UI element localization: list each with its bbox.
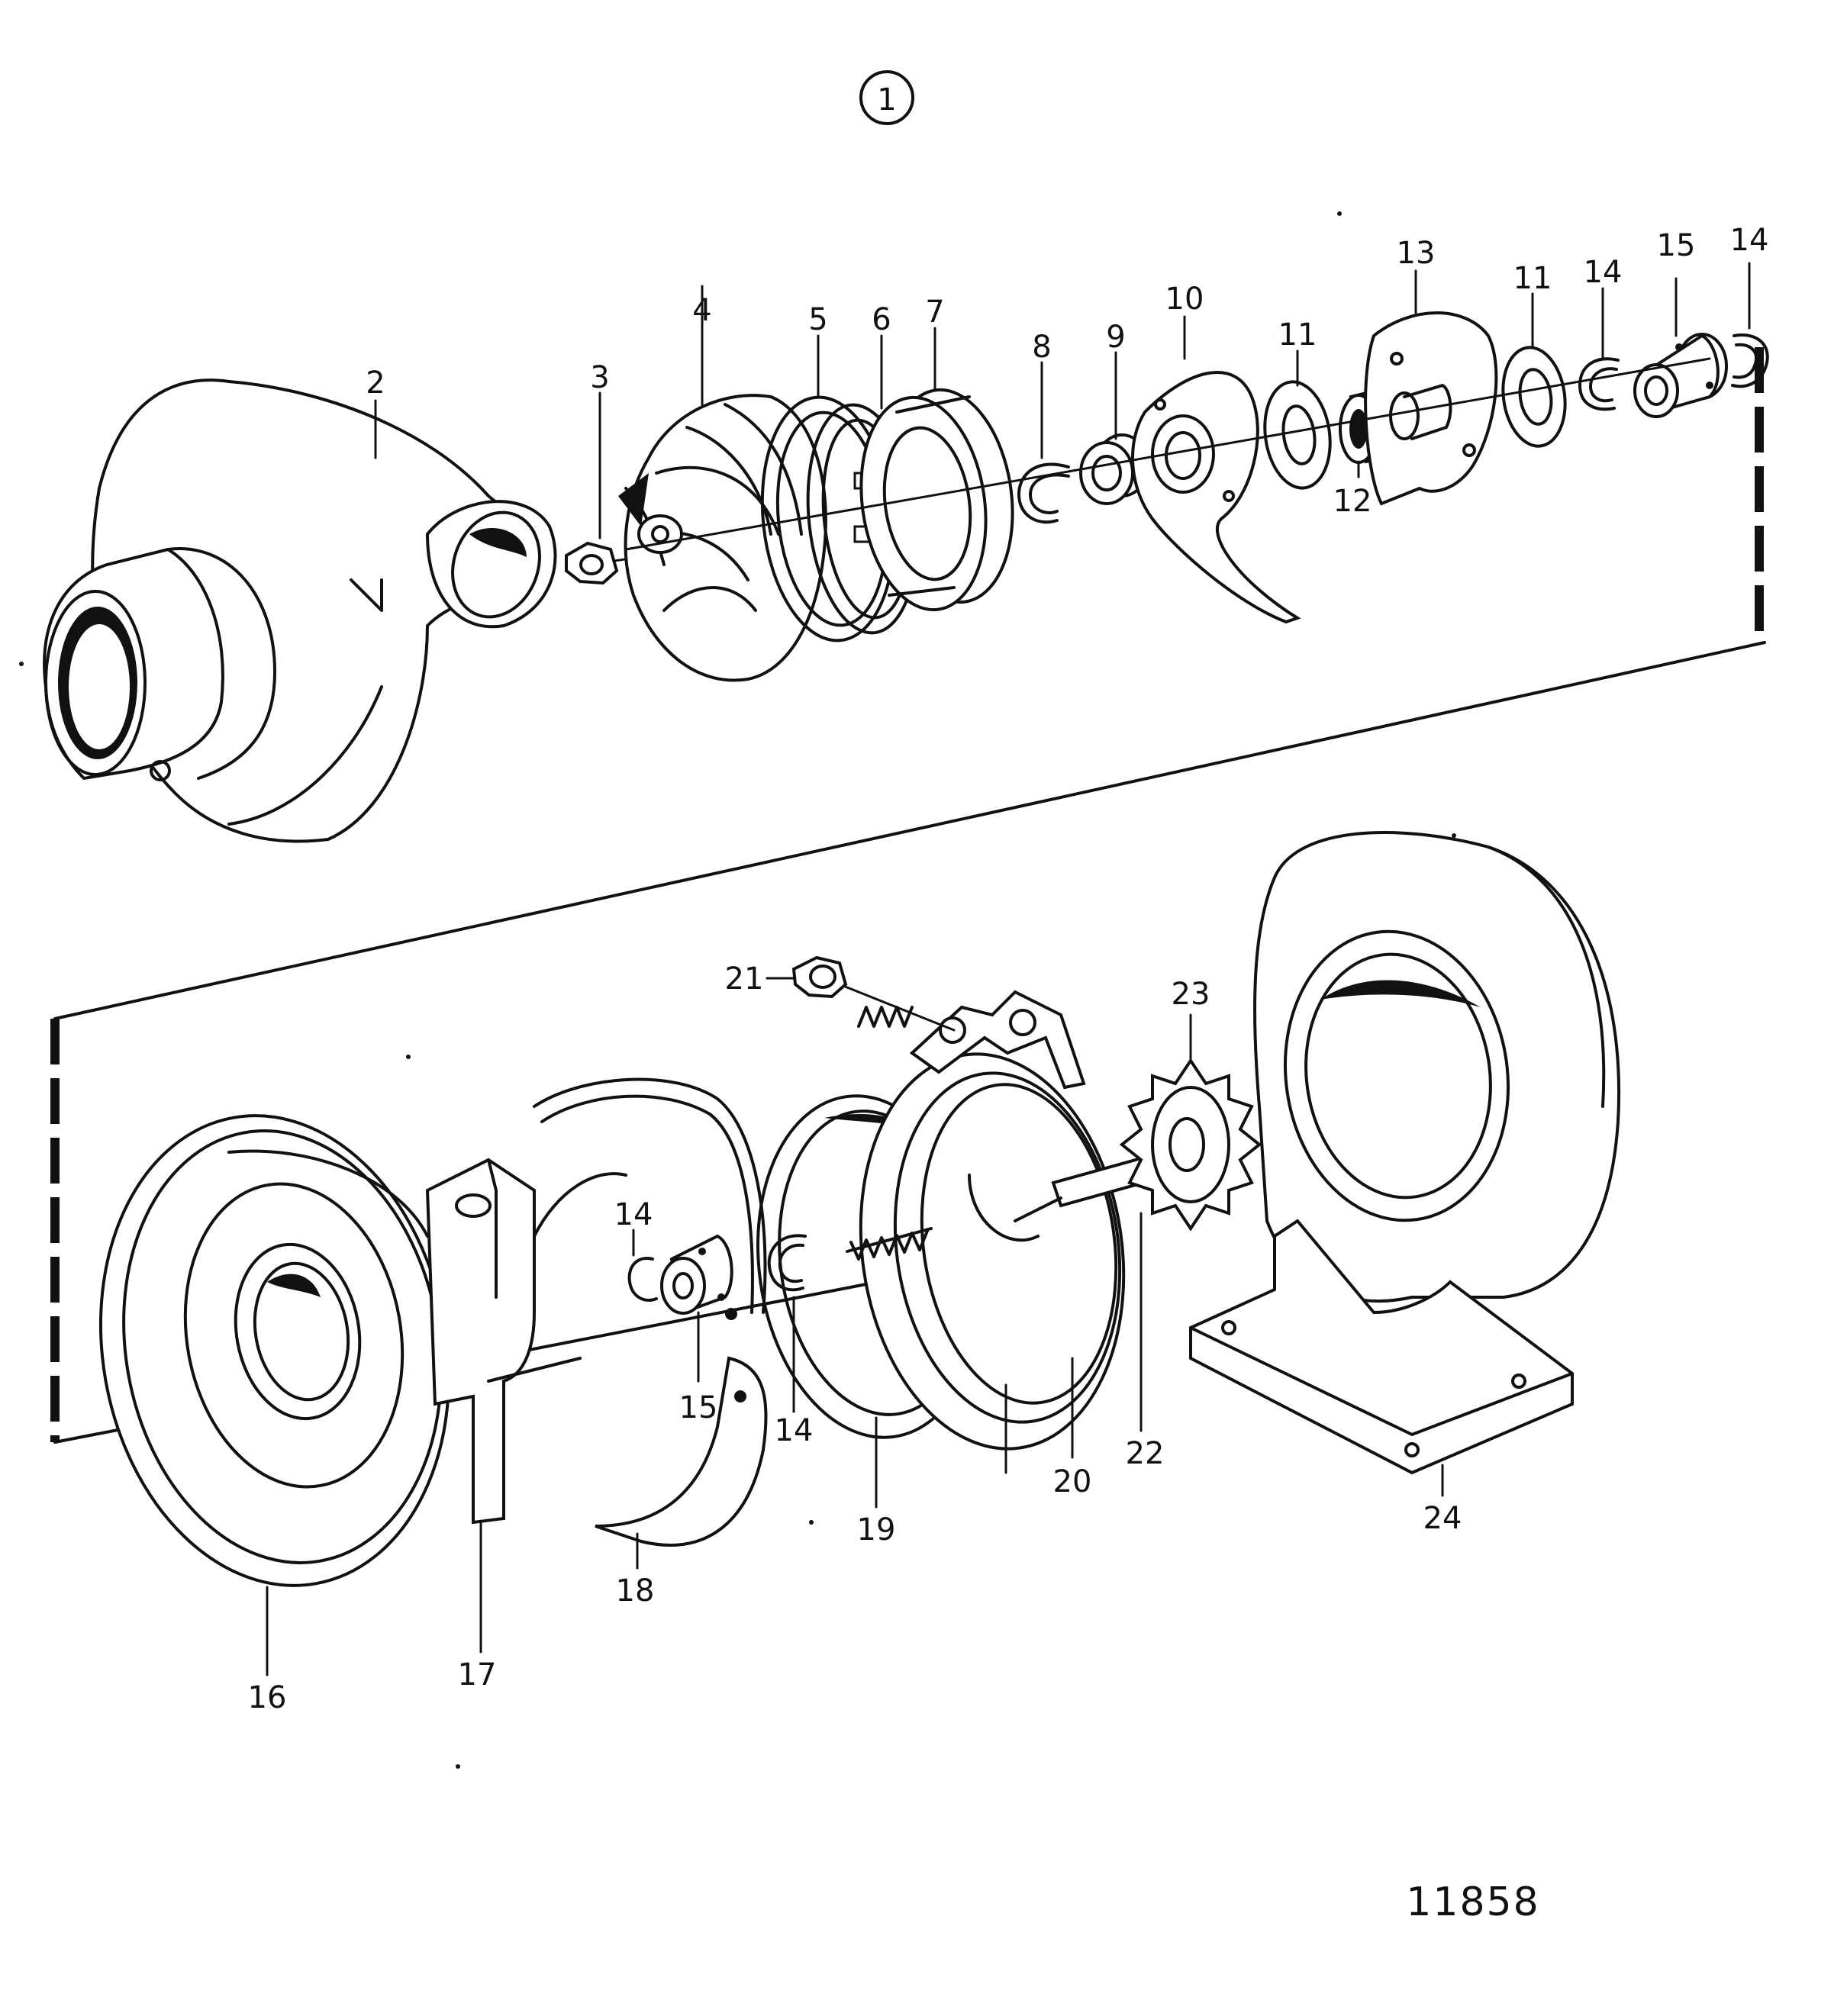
- callout-11-a: 11: [1278, 317, 1317, 353]
- callout-15-b: 15: [679, 1390, 718, 1425]
- callout-18: 18: [616, 1573, 655, 1609]
- upper-shaft-axis: [624, 357, 1711, 551]
- callout-5: 5: [808, 302, 827, 337]
- part-2-compressor-housing: [43, 378, 557, 843]
- callout-14-d: 14: [775, 1413, 814, 1448]
- part-17-bearing-housing: [425, 1158, 627, 1525]
- callout-19: 19: [857, 1512, 896, 1547]
- part-14-circlip-d: [767, 1234, 807, 1292]
- callout-16: 16: [248, 1680, 287, 1715]
- part-21-nut: [791, 955, 848, 999]
- part-18-seal-plate: [533, 1077, 768, 1547]
- callout-24: 24: [1423, 1501, 1462, 1536]
- callout-3: 3: [590, 360, 609, 395]
- part-14-circlip-a: [1578, 357, 1620, 411]
- part-15-bearing-bush-b: [660, 1234, 733, 1315]
- callout-10: 10: [1165, 282, 1204, 317]
- callout-17: 17: [458, 1657, 497, 1692]
- part-7-seal-sleeve: [859, 388, 1014, 612]
- callout-14-a: 14: [1584, 255, 1623, 290]
- part-23-turbine-wheel: [1119, 1058, 1262, 1232]
- group-marker-label: 1: [877, 82, 896, 118]
- spring-bolt: [838, 983, 956, 1261]
- callout-12: 12: [1333, 484, 1372, 519]
- part-4-compressor-wheel: [618, 394, 827, 682]
- part-14-circlip-b: [1731, 333, 1769, 388]
- callout-11-b: 11: [1513, 261, 1552, 296]
- part-11-washer-a: [1263, 380, 1332, 490]
- part-9-sleeve: [1079, 433, 1149, 505]
- callout-9: 9: [1106, 320, 1125, 355]
- part-16-heat-shield: [98, 1114, 451, 1587]
- scan-specks: [19, 211, 1456, 1769]
- callout-4: 4: [692, 293, 711, 328]
- callout-15-a: 15: [1657, 228, 1696, 263]
- figure-number: 11858: [1406, 1879, 1539, 1925]
- callout-23: 23: [1172, 977, 1210, 1012]
- part-20-v-band-clamp: [859, 990, 1126, 1451]
- callout-22: 22: [1126, 1436, 1165, 1471]
- callout-7: 7: [925, 295, 944, 330]
- callout-20: 20: [1053, 1464, 1092, 1499]
- part-15-bearing-bush-a: [1633, 333, 1728, 418]
- callout-14-c: 14: [614, 1197, 653, 1232]
- callout-21: 21: [725, 961, 764, 997]
- part-3-nut: [565, 541, 631, 585]
- part-24-turbine-housing: [1189, 831, 1620, 1475]
- leader-lines: [266, 262, 1751, 1676]
- callout-13: 13: [1397, 236, 1436, 271]
- part-10-oil-deflector: [1131, 371, 1301, 624]
- callout-8: 8: [1032, 330, 1051, 365]
- callout-14-b: 14: [1730, 223, 1769, 258]
- callout-6: 6: [872, 302, 891, 337]
- part-14-circlip-c: [627, 1257, 658, 1302]
- part-11-washer-b: [1501, 346, 1567, 448]
- group-marker: 1: [859, 70, 914, 125]
- callout-labels: 2 3 4 5 6 7 8 9 10 11 12 13 11 14 15 14 …: [248, 223, 1769, 1715]
- callout-2: 2: [366, 366, 385, 401]
